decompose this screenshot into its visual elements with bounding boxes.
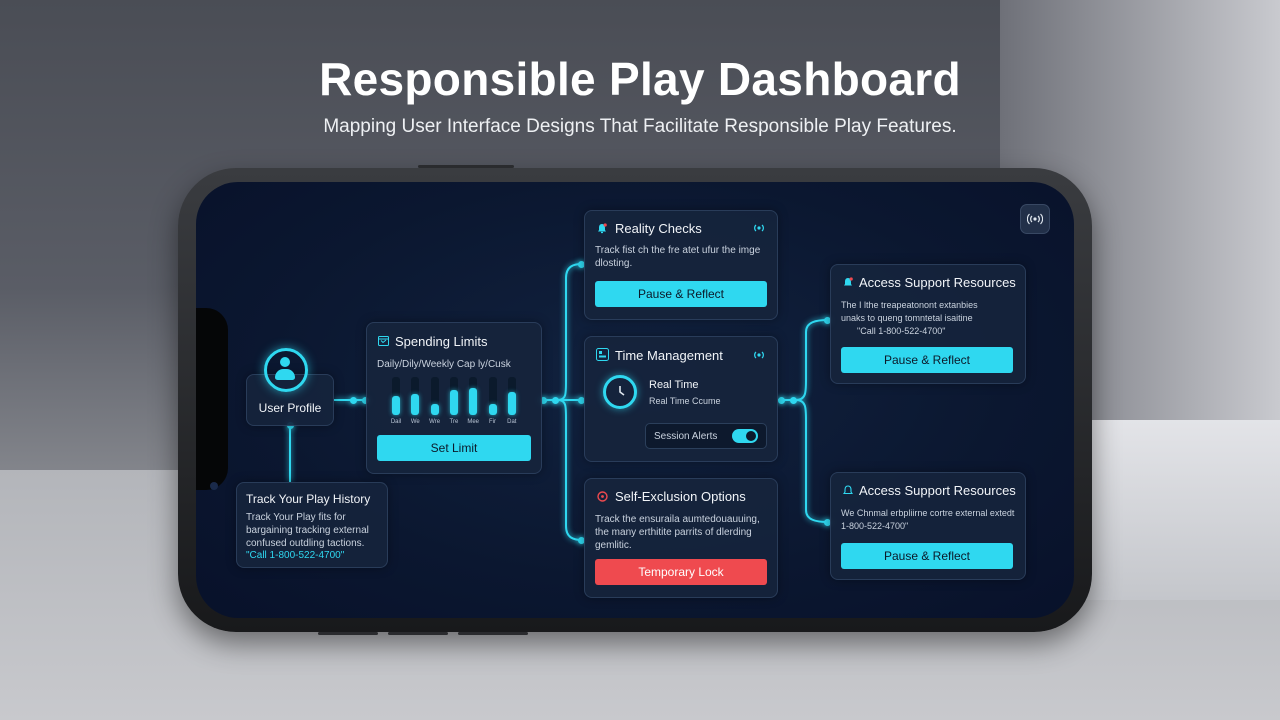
temporary-lock-button[interactable]: Temporary Lock bbox=[595, 559, 767, 585]
spending-day-label: Dail bbox=[390, 419, 402, 425]
support-bottom-pause-button[interactable]: Pause & Reflect bbox=[841, 543, 1013, 569]
spending-day-label: Tre bbox=[449, 419, 459, 425]
wire-time-support-bottom bbox=[795, 399, 829, 523]
bell-icon bbox=[844, 277, 853, 286]
spending-bar-fill bbox=[411, 394, 420, 415]
user-icon bbox=[280, 357, 290, 367]
spending-bar bbox=[430, 377, 439, 415]
phone-bottom-button bbox=[458, 632, 528, 635]
connector-node bbox=[578, 537, 585, 544]
wire-spending-exclusion bbox=[557, 399, 583, 541]
broadcast-icon bbox=[754, 224, 764, 232]
connector-node bbox=[824, 519, 831, 526]
laptop-background bbox=[1080, 420, 1280, 600]
spending-day-label: Dat bbox=[507, 419, 517, 425]
support-bottom-text: We Chnmal erbpliirne cortre external ext… bbox=[841, 508, 1015, 531]
connector-node bbox=[362, 397, 369, 404]
reality-checks-text: Track fist ch the fre atet ufur the imge… bbox=[595, 245, 761, 269]
play-history-text: Track Your Play fits for bargaining trac… bbox=[246, 512, 369, 549]
support-top-phone[interactable]: "Call 1-800-522-4700" bbox=[857, 326, 946, 336]
spending-day-label: Fir bbox=[489, 419, 496, 425]
phone-notch bbox=[196, 308, 228, 490]
support-top-text: The I lthe treapeatonont extanbies unaks… bbox=[841, 300, 978, 323]
session-alerts-toggle[interactable] bbox=[732, 429, 758, 443]
connector-node bbox=[578, 397, 585, 404]
connector-node bbox=[578, 261, 585, 268]
page-subtitle: Mapping User Interface Designs That Faci… bbox=[323, 116, 957, 137]
reality-checks-card: Reality Checks Track fist ch the fre ate… bbox=[584, 210, 778, 320]
time-management-title: Time Management bbox=[615, 348, 723, 363]
wire-spending-reality bbox=[557, 263, 583, 401]
bell-icon bbox=[598, 223, 607, 234]
spending-bar bbox=[469, 377, 478, 415]
phone-device: User Profile Track Your Play History Tra… bbox=[178, 165, 1092, 635]
support-bottom-title: Access Support Resources bbox=[859, 483, 1016, 498]
connector-node bbox=[824, 317, 831, 324]
spending-limits-subtitle: Daily/Dily/Weekly Cap ly/Cusk bbox=[377, 359, 511, 370]
support-top-pause-button[interactable]: Pause & Reflect bbox=[841, 347, 1013, 373]
broadcast-icon bbox=[754, 351, 764, 359]
spending-bar-fill bbox=[392, 396, 400, 415]
spending-bar bbox=[488, 377, 497, 415]
spending-bar-fill bbox=[488, 404, 497, 415]
user-icon-body bbox=[275, 369, 295, 380]
toggle-knob bbox=[746, 431, 756, 441]
spending-bar-fill bbox=[469, 388, 478, 415]
connector-node bbox=[540, 397, 547, 404]
session-alerts-row: Session Alerts bbox=[645, 423, 767, 449]
calendar-icon bbox=[378, 336, 389, 346]
time-management-card: Time Management Real Time Real Time Ccum… bbox=[584, 336, 778, 462]
spending-day-label: Mee bbox=[467, 419, 480, 425]
spending-day-label: Wre bbox=[429, 419, 441, 425]
reality-checks-title: Reality Checks bbox=[615, 221, 702, 236]
stop-circle-icon bbox=[597, 491, 608, 502]
support-resources-card-bottom: Access Support Resources We Chnmal erbpl… bbox=[830, 472, 1026, 580]
play-history-phone[interactable]: "Call 1-800-522-4700" bbox=[246, 550, 345, 561]
user-profile-label: User Profile bbox=[258, 401, 322, 415]
play-history-card[interactable]: Track Your Play History Track Your Play … bbox=[236, 482, 388, 568]
spending-bar-fill bbox=[430, 404, 439, 415]
spending-limits-card: Spending Limits Daily/Dily/Weekly Cap ly… bbox=[366, 322, 542, 474]
set-limit-button[interactable]: Set Limit bbox=[377, 435, 531, 461]
spending-bar-fill bbox=[449, 390, 458, 415]
spending-bar bbox=[411, 377, 420, 415]
connector-node bbox=[350, 397, 357, 404]
spending-bar bbox=[507, 377, 516, 415]
spending-day-label: We bbox=[410, 419, 420, 425]
camera-icon bbox=[210, 482, 218, 490]
calendar-icon bbox=[596, 348, 609, 361]
support-resources-card-top: Access Support Resources The I lthe trea… bbox=[830, 264, 1026, 384]
support-top-title: Access Support Resources bbox=[859, 275, 1016, 290]
page-title: Responsible Play Dashboard bbox=[319, 53, 961, 105]
real-time-sublabel: Real Time Ccume bbox=[649, 396, 721, 406]
self-exclusion-text: Track the ensuraila aumtedouauuing, the … bbox=[595, 514, 760, 551]
spending-chart: Dail We Wre Tre Mee Fir Dat bbox=[367, 323, 541, 473]
spending-limits-title: Spending Limits bbox=[395, 334, 488, 349]
wire-time-support-top bbox=[795, 319, 829, 401]
spending-bar bbox=[392, 377, 400, 415]
broadcast-icon bbox=[1027, 213, 1043, 225]
phone-bottom-button bbox=[388, 632, 448, 635]
spending-bar-fill bbox=[507, 392, 516, 415]
user-avatar[interactable] bbox=[264, 348, 308, 392]
phone-top-button bbox=[418, 165, 514, 168]
phone-screen: User Profile Track Your Play History Tra… bbox=[196, 182, 1074, 618]
clock-icon bbox=[603, 375, 637, 409]
real-time-label: Real Time bbox=[649, 379, 699, 391]
reality-pause-button[interactable]: Pause & Reflect bbox=[595, 281, 767, 307]
self-exclusion-card: Self-Exclusion Options Track the ensurai… bbox=[584, 478, 778, 598]
broadcast-button[interactable] bbox=[1020, 204, 1050, 234]
connector-node bbox=[552, 397, 559, 404]
connector-node bbox=[790, 397, 797, 404]
bell-icon bbox=[843, 485, 853, 495]
connector-node bbox=[778, 397, 785, 404]
phone-bottom-button bbox=[318, 632, 378, 635]
spending-bar bbox=[449, 377, 458, 415]
play-history-title: Track Your Play History bbox=[246, 492, 371, 506]
session-alerts-label: Session Alerts bbox=[654, 431, 718, 442]
self-exclusion-title: Self-Exclusion Options bbox=[615, 489, 746, 504]
